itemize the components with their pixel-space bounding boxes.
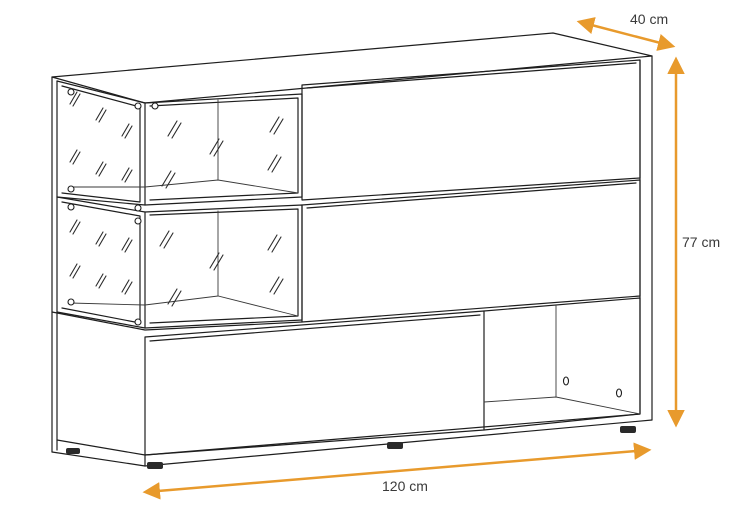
open-compartment [483,297,641,431]
left-edge [51,76,58,453]
right-side [639,55,653,421]
mounting-screws [67,88,159,326]
drawer-bottom [144,310,485,456]
top-surface [51,32,653,104]
glass-showcase-upper [56,80,303,206]
dimension-width: 120 cm [142,442,652,500]
bottom-edge [51,419,653,467]
height-label: 77 cm [682,234,720,250]
cabinet-body [51,32,653,467]
dimension-height: 77 cm [667,56,720,428]
depth-label: 40 cm [630,11,668,27]
drawer-middle [301,179,641,323]
width-label: 120 cm [382,478,428,494]
dimension-depth: 40 cm [576,11,676,51]
glass-showcase-lower [51,196,303,331]
glass-reflection-marks [69,91,284,307]
drawer-top [301,59,641,201]
